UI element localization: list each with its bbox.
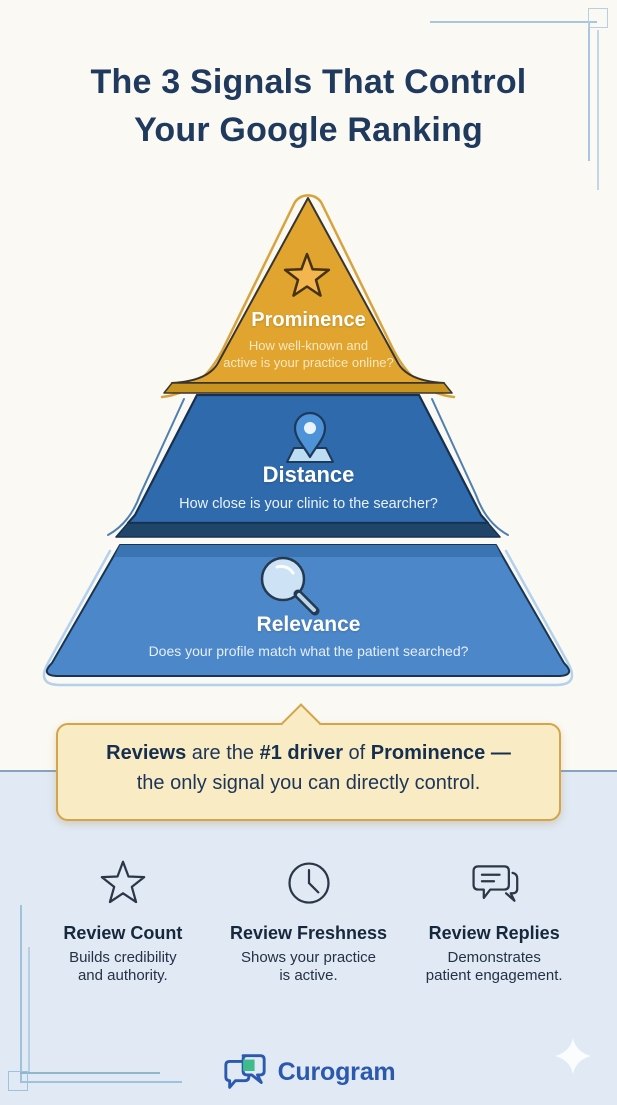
relevance-label: Relevance	[256, 613, 361, 636]
distance-base-edge	[115, 522, 501, 538]
callout-line2: the only signal you can directly control…	[136, 772, 481, 794]
factor-description: Builds credibility and authority.	[69, 949, 177, 984]
relevance-level-shape	[45, 544, 571, 677]
corner-line-top-right	[597, 30, 599, 190]
factor-review-count: Review Count Builds credibility and auth…	[30, 858, 216, 985]
factor-title: Review Replies	[428, 923, 560, 943]
page-title-line2: Your Google Ranking	[134, 111, 483, 149]
callout-box: Reviews are the #1 driver of Prominence …	[56, 723, 561, 821]
relevance-description: Does your profile match what the patient…	[148, 643, 469, 659]
corner-line-top-right	[430, 21, 597, 23]
magnifying-glass-icon	[260, 556, 320, 616]
brand-name: Curogram	[277, 1057, 396, 1086]
star-outline-icon	[100, 860, 146, 904]
factor-title: Review Freshness	[229, 923, 388, 943]
corner-line-bottom-left	[20, 905, 22, 1081]
footer-brand: Curogram	[0, 1050, 617, 1094]
page-title-line1: The 3 Signals That Control	[90, 63, 527, 101]
corner-line-bottom-left	[20, 1072, 160, 1074]
callout-line1: Reviews are the #1 driver of Prominence …	[106, 742, 511, 764]
distance-label: Distance	[262, 462, 355, 487]
prominence-base-edge	[163, 382, 453, 394]
prominence-label: Prominence	[251, 309, 366, 331]
bottom-background	[0, 772, 617, 1105]
corner-square-bottom-left	[8, 1071, 28, 1091]
star-icon	[283, 252, 331, 297]
sparkle-icon	[555, 1038, 591, 1074]
clock-icon	[287, 862, 330, 904]
corner-line-bottom-left	[28, 947, 30, 1073]
factor-review-freshness: Review Freshness Shows your practice is …	[216, 858, 402, 985]
chat-replies-icon	[472, 865, 519, 902]
review-factors: Review Count Builds credibility and auth…	[30, 858, 587, 985]
factor-title: Review Count	[63, 923, 183, 943]
page-title: The 3 Signals That Control Your Google R…	[0, 58, 617, 154]
distance-outline-left	[107, 398, 185, 536]
relevance-top-strip	[114, 545, 502, 557]
distance-description: How close is your clinic to the searcher…	[179, 496, 438, 512]
curogram-logo-icon	[223, 1054, 266, 1089]
corner-line-top-right	[588, 21, 590, 161]
map-pin-icon	[286, 411, 334, 463]
prominence-description: How well-known and active is your practi…	[223, 338, 394, 370]
corner-square-top-right	[588, 8, 608, 28]
factor-description: Shows your practice is active.	[240, 949, 377, 984]
distance-outline-right	[431, 398, 509, 536]
factor-description: Demonstrates patient engagement.	[425, 949, 563, 984]
relevance-outline	[42, 549, 574, 687]
corner-line-bottom-left	[20, 1081, 182, 1083]
pyramid-diagram	[42, 194, 574, 687]
factor-review-replies: Review Replies Demonstrates patient enga…	[401, 858, 587, 985]
